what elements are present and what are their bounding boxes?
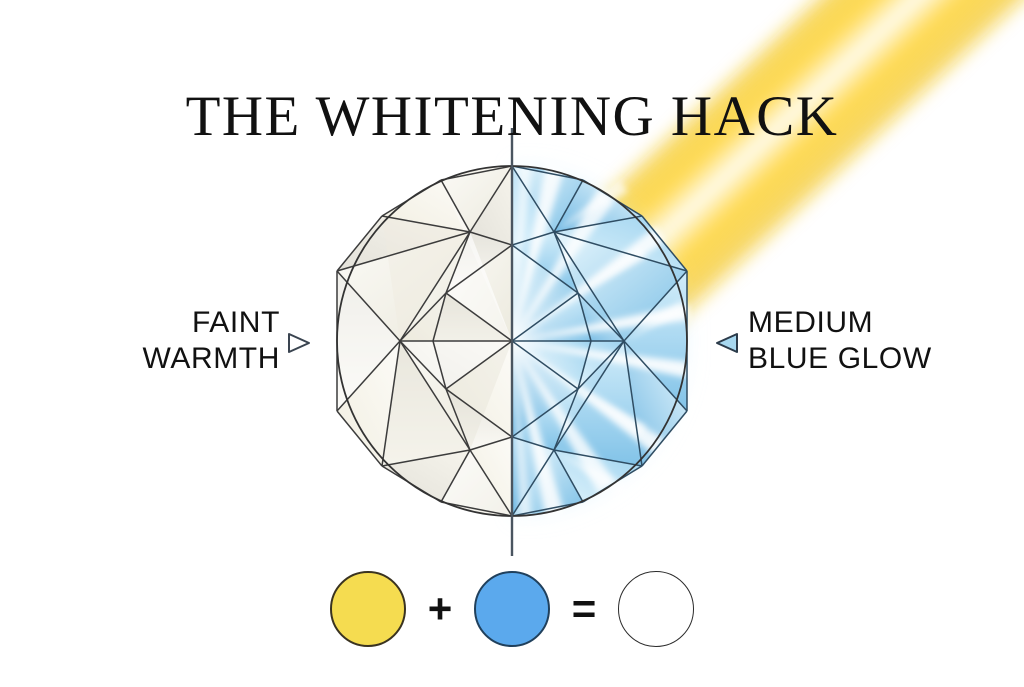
yellow-circle bbox=[330, 571, 406, 647]
beam-band bbox=[515, 0, 1024, 385]
white-circle bbox=[618, 571, 694, 647]
color-equation: + = bbox=[330, 566, 694, 652]
diamond-right-half bbox=[512, 162, 690, 520]
page-title: THE WHITENING HACK bbox=[185, 85, 839, 149]
blue-circle bbox=[474, 571, 550, 647]
label-medium-blue-glow: MEDIUM BLUE GLOW bbox=[748, 306, 932, 375]
equals-sign: = bbox=[571, 585, 597, 632]
diamond-left-half bbox=[336, 165, 512, 517]
triangle-left-filled-icon bbox=[716, 333, 738, 353]
label-faint-warmth: FAINT WARMTH bbox=[142, 306, 280, 375]
plus-sign: + bbox=[427, 585, 453, 632]
triangle-right-outline-icon bbox=[288, 333, 310, 353]
sparkle-rays bbox=[554, 180, 684, 496]
